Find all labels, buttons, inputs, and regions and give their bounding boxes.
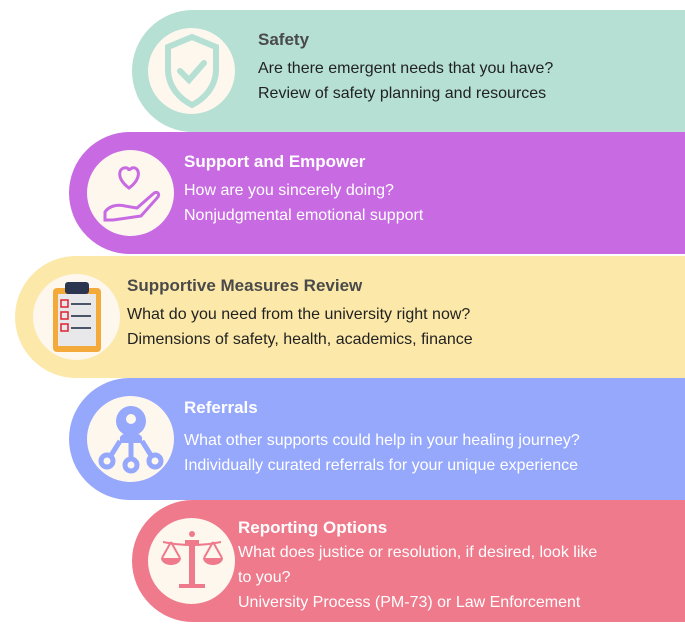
step-text: Safety Are there emergent needs that you… [258, 30, 553, 106]
step-description: University Process (PM-73) or Law Enforc… [238, 594, 581, 611]
icon-circle [87, 396, 174, 482]
step-description: Nonjudgmental emotional support [184, 207, 424, 224]
step-description: Dimensions of safety, health, academics,… [127, 331, 473, 348]
step-question: What does justice or resolution, if desi… [238, 544, 598, 561]
heart-hand-icon [103, 166, 160, 222]
step-supportive-measures-review: Supportive Measures Review What do you n… [15, 256, 685, 378]
icon-circle [148, 28, 235, 114]
step-question: What do you need from the university rig… [127, 306, 471, 323]
step-text: Support and Empower How are you sincerel… [184, 152, 423, 228]
step-text: Supportive Measures Review What do you n… [127, 276, 473, 352]
step-referrals: Referrals What other supports could help… [69, 378, 685, 500]
icon-circle [148, 518, 235, 604]
step-description: Review of safety planning and resources [258, 85, 547, 102]
step-title: Reporting Options [238, 518, 388, 537]
step-question: Are there emergent needs that you have? [258, 60, 554, 77]
step-title: Supportive Measures Review [127, 276, 363, 295]
network-person-icon [98, 406, 163, 474]
icon-circle [33, 274, 120, 360]
step-question: What other supports could help in your h… [184, 432, 580, 449]
icon-circle [87, 150, 174, 236]
step-description: Individually curated referrals for your … [184, 457, 578, 474]
clipboard-checklist-icon [52, 282, 101, 352]
shield-check-icon [164, 33, 219, 109]
step-reporting-options: Reporting Options What does justice or r… [132, 500, 685, 622]
step-text: Referrals What other supports could help… [184, 398, 580, 478]
step-support-and-empower: Support and Empower How are you sincerel… [69, 132, 685, 254]
step-title: Safety [258, 30, 310, 49]
step-question-continued: to you? [238, 569, 291, 586]
step-title: Support and Empower [184, 152, 366, 171]
step-title: Referrals [184, 398, 258, 417]
step-question: How are you sincerely doing? [184, 182, 394, 199]
scales-icon [160, 531, 223, 588]
step-text: Reporting Options What does justice or r… [238, 518, 597, 615]
step-safety: Safety Are there emergent needs that you… [132, 10, 685, 132]
